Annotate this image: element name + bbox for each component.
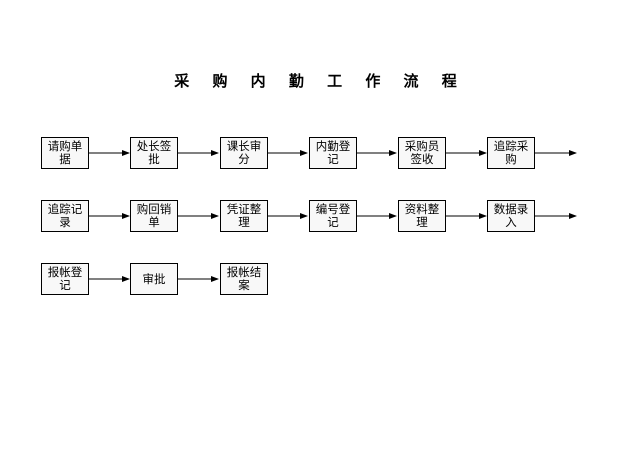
flow-node-approval: 审批	[130, 263, 178, 295]
flow-node-label: 数据录入	[493, 202, 529, 229]
flow-node-label: 购回销单	[136, 202, 172, 229]
flow-node-clerk-register: 内勤登记	[309, 137, 357, 169]
flow-node-document-sort: 资料整理	[398, 200, 446, 232]
flow-node-label: 追踪记录	[47, 202, 83, 229]
flow-node-director-approval: 处长签批	[130, 137, 178, 169]
flow-node-label: 凭证整理	[226, 202, 262, 229]
flow-node-track-purchase: 追踪采购	[487, 137, 535, 169]
page-title: 采 购 内 勤 工 作 流 程	[174, 72, 466, 90]
flow-node-buyer-sign: 采购员签收	[398, 137, 446, 169]
flow-node-label: 资料整理	[404, 202, 440, 229]
flow-node-tracking-record: 追踪记录	[41, 200, 89, 232]
flow-node-data-entry: 数据录入	[487, 200, 535, 232]
flow-node-label: 课长审分	[226, 139, 262, 166]
flow-node-voucher-sort: 凭证整理	[220, 200, 268, 232]
flow-node-label: 报帐登记	[47, 265, 83, 292]
flow-node-section-review: 课长审分	[220, 137, 268, 169]
flow-node-reimburse-register: 报帐登记	[41, 263, 89, 295]
flow-node-label: 追踪采购	[493, 139, 529, 166]
flow-node-label: 内勤登记	[315, 139, 351, 166]
flow-node-label: 审批	[142, 271, 166, 286]
flow-node-label: 编号登记	[315, 202, 351, 229]
flow-node-label: 采购员签收	[404, 139, 440, 166]
flow-node-request-form: 请购单据	[41, 137, 89, 169]
flow-node-label: 处长签批	[136, 139, 172, 166]
flow-node-number-register: 编号登记	[309, 200, 357, 232]
flow-node-label: 报帐结案	[226, 265, 262, 292]
flow-node-purchase-return: 购回销单	[130, 200, 178, 232]
flow-node-label: 请购单据	[47, 139, 83, 166]
flow-node-reimburse-close: 报帐结案	[220, 263, 268, 295]
